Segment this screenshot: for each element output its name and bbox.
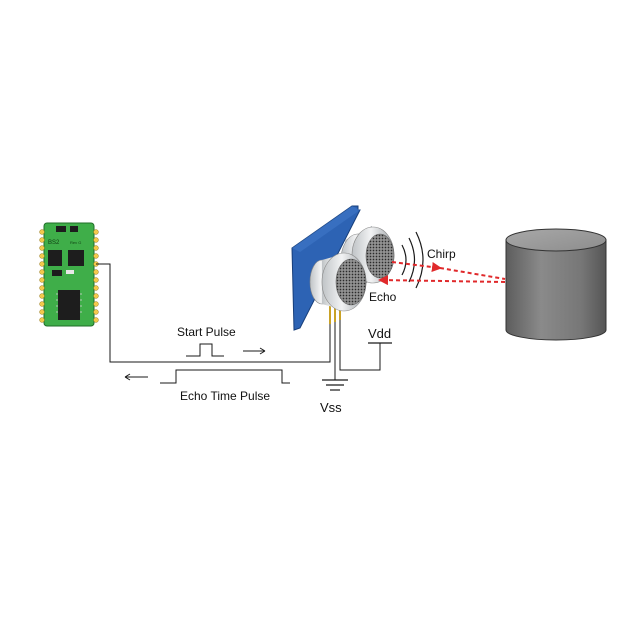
start-pulse-waveform: [186, 343, 224, 357]
board-chip-interpreter: [68, 250, 84, 266]
start-pulse-label: Start Pulse: [177, 325, 236, 339]
board-smd-part: [66, 270, 74, 274]
chirp-beam-outbound: [439, 267, 506, 280]
board-chip-small-2: [70, 226, 78, 232]
bs2-board-icon: BS2 Rev G: [39, 222, 99, 327]
chirp-label: Chirp: [427, 247, 456, 261]
board-right-pins: [93, 229, 99, 323]
echo-label: Echo: [369, 290, 397, 304]
ground-symbol-icon: [322, 379, 348, 391]
ultrasonic-sensor-icon: [291, 205, 395, 331]
sound-wave-icon: [401, 231, 424, 289]
transmitter-transducer: [309, 252, 367, 312]
board-chip-small: [56, 226, 66, 232]
board-chip-leads: [56, 293, 82, 313]
start-pulse-arrow-icon: [243, 347, 266, 355]
board-resonator: [52, 270, 62, 276]
board-left-pins: [39, 229, 45, 323]
echo-pulse-arrow-icon: [124, 373, 148, 381]
chirp-beam: [391, 261, 442, 272]
board-chip-eeprom: [48, 250, 62, 266]
board-label: BS2: [48, 240, 60, 246]
board-rev-label: Rev G: [70, 240, 81, 245]
signal-wires: [96, 263, 381, 380]
cylinder-target-icon: [505, 228, 607, 341]
echo-pulse-waveform: [160, 369, 290, 384]
echo-beam: [378, 275, 506, 286]
ultrasonic-beams: [378, 261, 506, 286]
vdd-wire: [339, 320, 381, 371]
vss-label: Vss: [320, 400, 342, 415]
echo-time-pulse-label: Echo Time Pulse: [180, 389, 270, 403]
board-chip-large: [58, 290, 80, 320]
trigger-wire: [96, 263, 331, 363]
vdd-label: Vdd: [368, 326, 391, 341]
